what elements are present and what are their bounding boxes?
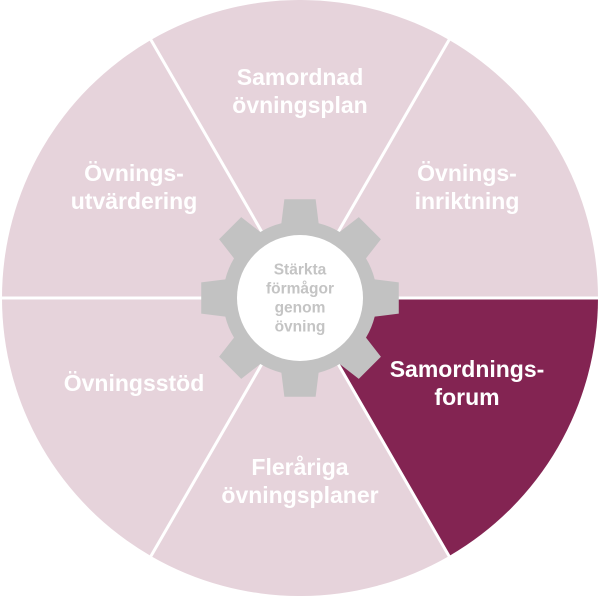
segment-label-ovningsinriktning: Övnings-inriktning — [415, 160, 520, 214]
segment-label-line: Övnings- — [84, 160, 184, 186]
center-label-line: förmågor — [266, 281, 334, 298]
segment-label-line: övningsplaner — [221, 482, 378, 508]
segment-label-ovningsstod: Övningsstöd — [64, 370, 205, 396]
segment-label-ovningsutvardering: Övnings-utvärdering — [71, 160, 198, 214]
segment-label-line: forum — [434, 384, 499, 410]
segment-flerariga-ovningsplaner — [151, 298, 449, 596]
center-label-line: genom — [275, 300, 326, 317]
center-gear: Stärkta förmågor genom övning — [201, 199, 399, 397]
center-label-line: Stärkta — [274, 262, 327, 279]
segment-label-samordningsforum: Samordnings-forum — [390, 356, 545, 410]
segment-samordnad-ovningsplan — [151, 0, 449, 298]
segment-label-line: Fleråriga — [251, 454, 348, 480]
segment-label-line: Samordnad — [237, 64, 364, 90]
segment-label-line: utvärdering — [71, 188, 198, 214]
center-label-line: övning — [275, 319, 326, 336]
center-hub — [237, 235, 363, 361]
segment-label-line: inriktning — [415, 188, 520, 214]
center-label: Stärkta förmågor genom övning — [266, 262, 334, 336]
segment-label-line: Övnings- — [417, 160, 517, 186]
segment-label-line: Övningsstöd — [64, 370, 205, 396]
segment-label-line: övningsplan — [232, 92, 367, 118]
segment-label-line: Samordnings- — [390, 356, 545, 382]
